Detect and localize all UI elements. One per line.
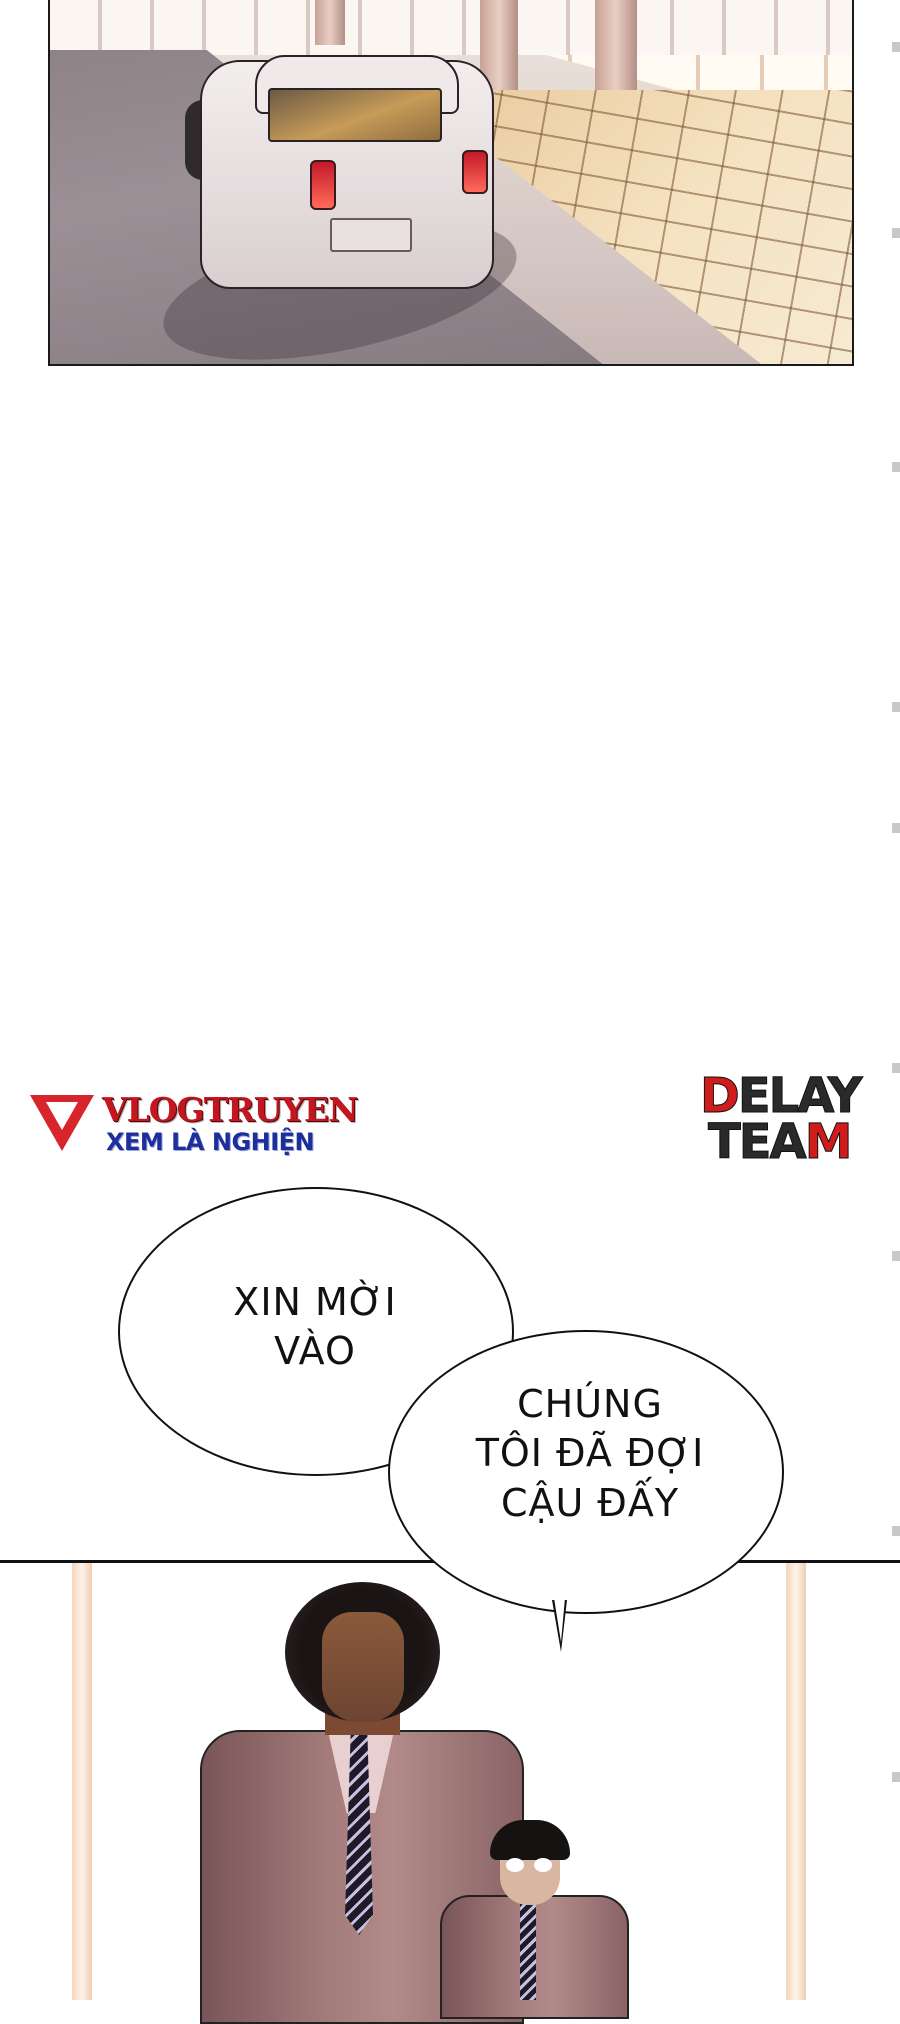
logo-letter-m: M <box>804 1114 853 1170</box>
logo-subtitle: XEM LÀ NGHIỆN <box>106 1128 315 1156</box>
speech-bubble-2 <box>388 1330 784 1614</box>
car-taillight <box>310 160 336 210</box>
black-hair <box>490 1820 570 1860</box>
glasses-glare <box>506 1858 524 1872</box>
scroll-marker[interactable] <box>892 462 900 472</box>
logo-line-2: TEAM <box>708 1118 853 1167</box>
building-windows <box>50 0 852 55</box>
glasses-glare <box>534 1858 552 1872</box>
delay-team-logo: DELAY TEAM <box>700 1072 870 1172</box>
bubble-tail-fill <box>554 1598 565 1642</box>
bubble-line: TÔI ĐÃ ĐỢI <box>475 1431 705 1476</box>
logo-line-1: DELAY <box>700 1072 864 1121</box>
scroll-marker[interactable] <box>892 1772 900 1782</box>
door-frame-right <box>786 1563 806 2000</box>
logo-letter-d: D <box>700 1068 741 1124</box>
scroll-marker[interactable] <box>892 1251 900 1261</box>
vlogtruyen-logo: VLOGTRUYEN XEM LÀ NGHIỆN <box>30 1090 370 1160</box>
bubble-line: VÀO <box>274 1329 356 1374</box>
bubble-2-text: CHÚNG TÔI ĐÃ ĐỢI CẬU ĐẤY <box>410 1380 770 1528</box>
car-rear-window <box>268 88 442 142</box>
bubble-line: XIN MỜI <box>233 1280 397 1324</box>
door-frame-left <box>72 1563 92 2000</box>
pillar <box>315 0 345 45</box>
scroll-marker[interactable] <box>892 823 900 833</box>
pillar <box>595 0 637 105</box>
logo-letters: ELAY <box>737 1068 863 1124</box>
scroll-marker[interactable] <box>892 228 900 238</box>
scroll-marker[interactable] <box>892 42 900 52</box>
bubble-1-text: XIN MỜI VÀO <box>150 1278 480 1377</box>
scroll-marker[interactable] <box>892 1526 900 1536</box>
logo-title: VLOGTRUYEN <box>102 1090 358 1129</box>
logo-letters: TEA <box>708 1114 808 1170</box>
scroll-marker[interactable] <box>892 702 900 712</box>
bubble-line: CẬU ĐẤY <box>500 1480 680 1525</box>
logo-triangle-inner <box>46 1102 78 1130</box>
license-plate <box>330 218 412 252</box>
car-taillight <box>462 150 488 194</box>
comic-panel-car <box>48 0 854 366</box>
striped-tie <box>520 1900 536 2000</box>
striped-tie <box>345 1735 373 1935</box>
scroll-marker[interactable] <box>892 1063 900 1073</box>
bubble-line: CHÚNG <box>517 1382 663 1426</box>
face <box>322 1612 404 1722</box>
